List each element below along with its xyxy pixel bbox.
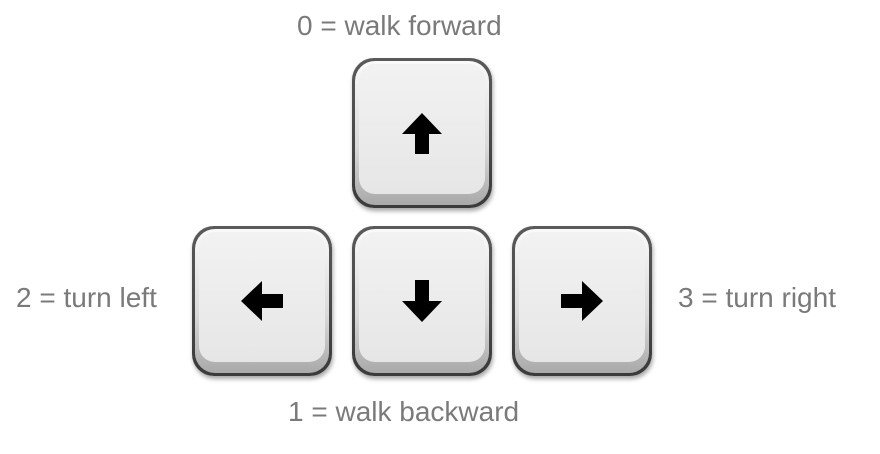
down-arrow-key[interactable] <box>352 226 492 376</box>
right-arrow-key[interactable] <box>512 226 652 376</box>
left-arrow-key[interactable] <box>192 226 332 376</box>
label-turn-right: 3 = turn right <box>678 282 836 313</box>
label-walk-forward: 0 = walk forward <box>297 10 502 41</box>
label-turn-left: 2 = turn left <box>16 282 157 313</box>
arrow-left-icon <box>241 281 283 321</box>
label-walk-backward: 1 = walk backward <box>288 396 520 427</box>
arrow-up-icon <box>402 113 442 154</box>
up-arrow-key[interactable] <box>352 58 492 208</box>
arrow-right-icon <box>561 281 603 321</box>
arrow-down-icon <box>402 280 442 322</box>
